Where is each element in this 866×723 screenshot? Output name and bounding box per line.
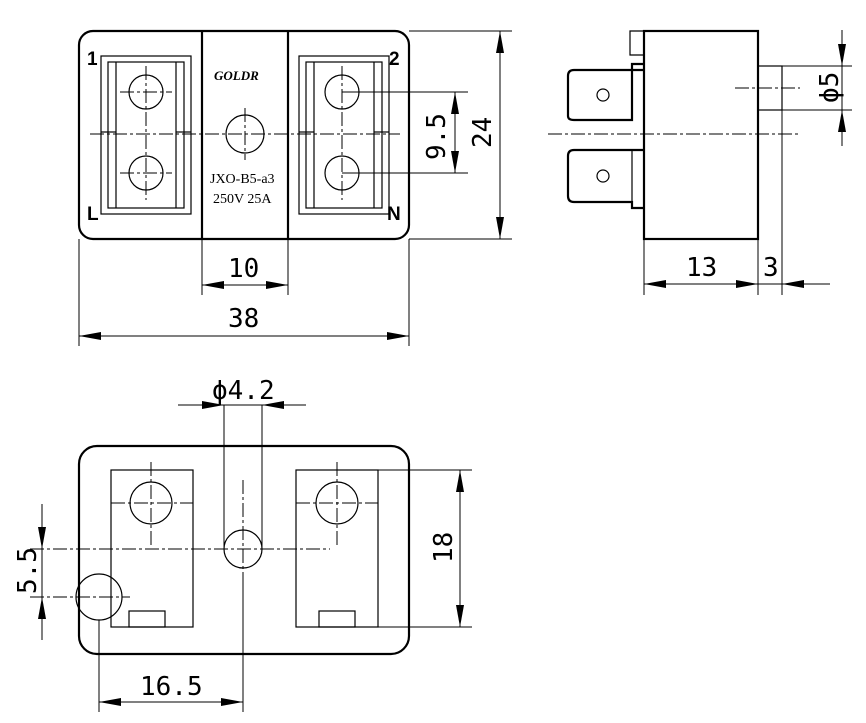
model-text: JXO-B5-a3 xyxy=(210,172,275,187)
bottom-center-lines xyxy=(30,462,378,598)
bottom-body-outline xyxy=(77,444,411,656)
bottom-right-slot xyxy=(318,610,356,628)
dim-pin-spacing-label: 9.5 xyxy=(422,113,452,160)
side-tab-lower-hole xyxy=(596,169,610,183)
dim-pin-spacing: 9.5 xyxy=(342,91,468,174)
side-tab-lower xyxy=(566,148,644,210)
terminal-n-label: N xyxy=(387,204,401,225)
side-body-outline xyxy=(642,29,760,241)
front-view: 1 2 L N GOLDR JXO-B5-a3 250V 25A 10 38 xyxy=(77,29,512,346)
side-tab-upper xyxy=(566,62,644,122)
dim-stud-diameter-label: ϕ5 xyxy=(815,72,845,103)
bottom-view: ϕ4.2 18 5.5 16.5 xyxy=(13,376,472,712)
rating-text: 250V 25A xyxy=(213,192,272,207)
dim-body-depth-label: 13 xyxy=(686,253,717,283)
dim-height-overall: 24 xyxy=(409,30,512,240)
dim-height-overall-label: 24 xyxy=(468,117,498,148)
dim-stud-diameter: ϕ5 xyxy=(782,30,852,146)
dim-stud-length-label: 3 xyxy=(763,253,779,283)
front-body-outline xyxy=(77,29,411,241)
dim-center-gap-label: 10 xyxy=(228,254,259,284)
dim-hole-offset-x-label: 16.5 xyxy=(140,672,203,702)
dim-center-gap: 10 xyxy=(201,239,289,295)
terminal-1-label: 1 xyxy=(87,49,98,70)
dim-body-depth: 13 xyxy=(643,239,759,295)
terminal-2-label: 2 xyxy=(389,49,400,70)
side-tab-upper-hole xyxy=(596,88,610,102)
dim-hole-offset-y-label: 5.5 xyxy=(13,547,43,594)
side-view: ϕ5 13 3 xyxy=(548,29,852,295)
right-terminal-frame xyxy=(298,55,390,215)
terminal-l-label: L xyxy=(87,204,99,225)
dim-base-height-label: 18 xyxy=(429,532,459,563)
brand-logo: GOLDR xyxy=(214,68,259,83)
dim-base-height: 18 xyxy=(378,469,472,628)
bottom-left-slot xyxy=(128,610,166,628)
dim-width-overall-label: 38 xyxy=(228,304,259,334)
dim-hole-diameter: ϕ4.2 xyxy=(178,376,306,549)
dim-hole-offset-x: 16.5 xyxy=(98,585,244,712)
side-top-flange xyxy=(629,30,644,56)
dim-stud-length: 3 xyxy=(758,110,830,295)
front-center-lines xyxy=(90,66,400,200)
left-terminal-frame xyxy=(100,55,192,215)
dim-hole-diameter-label: ϕ4.2 xyxy=(212,376,275,406)
dim-width-overall: 38 xyxy=(78,239,410,346)
dim-hole-offset-y: 5.5 xyxy=(13,504,46,640)
